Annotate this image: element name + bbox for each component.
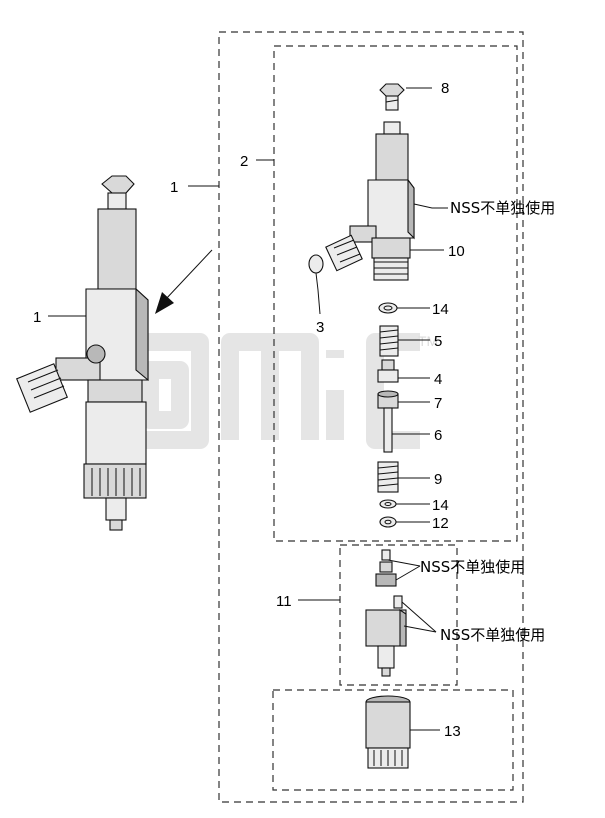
watermark-tm: TM <box>418 333 438 349</box>
callout-8: 8 <box>441 80 449 97</box>
callout-1-left: 1 <box>33 309 41 326</box>
nss-note-nozzle: NSS不单独使用 <box>440 626 545 644</box>
leader-lines <box>48 87 448 731</box>
part-6-push-rod <box>383 407 393 453</box>
part-injector-body <box>325 121 415 272</box>
part-3-o-ring <box>308 254 324 274</box>
callout-3: 3 <box>316 319 324 336</box>
direction-arrow <box>155 249 213 314</box>
assembly-11-outline <box>339 544 458 686</box>
callout-4: 4 <box>434 371 442 388</box>
part-9-spring <box>377 461 399 493</box>
part-4-spring-seat <box>377 359 399 383</box>
callout-1-top: 1 <box>170 179 178 196</box>
callout-13: 13 <box>444 723 461 740</box>
nss-note-needle: NSS不单独使用 <box>420 558 525 576</box>
callout-12: 12 <box>432 515 449 532</box>
callout-11: 11 <box>276 593 292 610</box>
callout-6: 6 <box>434 427 442 444</box>
assembly-1-outline <box>218 31 524 803</box>
part-7-collar <box>377 390 399 409</box>
nss-note-body: NSS不单独使用 <box>450 199 555 217</box>
callout-5: 5 <box>434 333 442 350</box>
part-14-washer-bottom <box>379 499 397 509</box>
part-8-hex-screw <box>379 83 405 111</box>
part-10-threaded-end <box>371 237 411 281</box>
part-13-nozzle-nut <box>365 695 411 769</box>
callout-9: 9 <box>434 471 442 488</box>
part-11-nozzle-group <box>365 549 407 677</box>
callout-14-bottom: 14 <box>432 497 449 514</box>
callout-14-top: 14 <box>432 301 449 318</box>
callout-10: 10 <box>448 243 465 260</box>
assembly-2-outline <box>273 45 518 542</box>
part-14-washer-top <box>378 302 398 314</box>
part-5-spring <box>379 325 399 357</box>
callout-7: 7 <box>434 395 442 412</box>
assembly-13-outline <box>272 689 514 791</box>
callout-2: 2 <box>240 153 248 170</box>
part-12-shim <box>379 516 397 528</box>
assembled-injector <box>15 175 149 531</box>
